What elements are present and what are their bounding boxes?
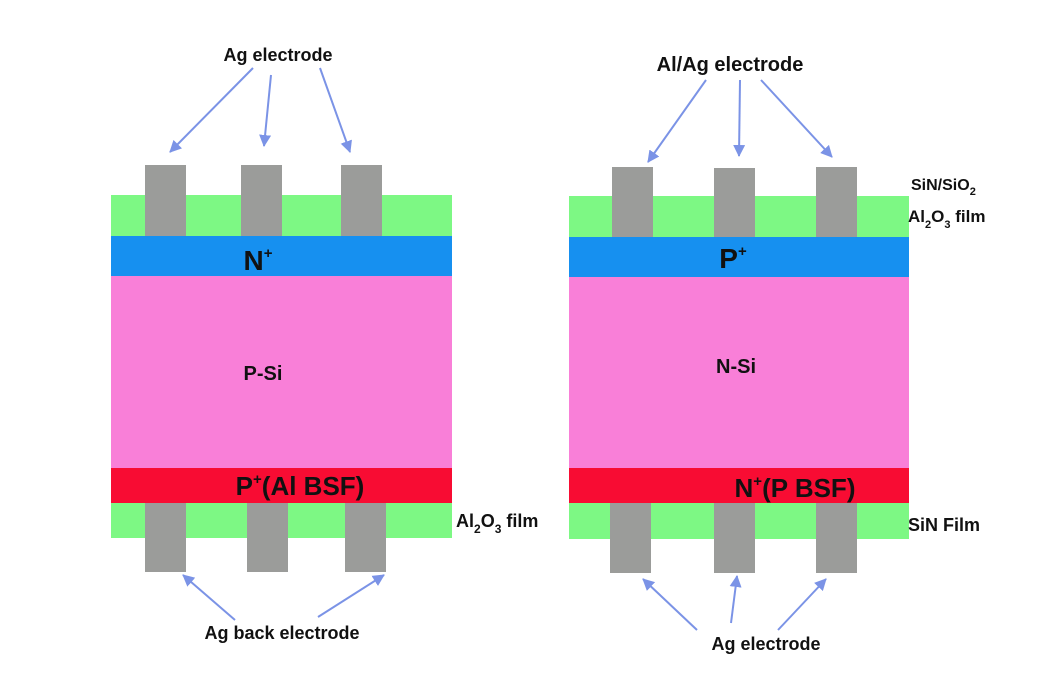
right-front-electrode-3 [816,167,857,237]
right-top-arrow-1 [647,79,707,163]
right-back-electrode-3 [816,503,857,573]
left-top-electrode-label: Ag electrode [223,45,332,65]
right-rear-film-label: SiN Film [908,515,980,535]
left-back-electrode-3 [345,503,386,572]
left-bottom-arrow-1 [182,574,236,621]
right-top-electrode-label: Al/Ag electrode [657,54,804,76]
right-bottom-electrode-label: Ag electrode [711,634,820,654]
left-rear-film-label: Al2O3 film [456,511,538,536]
left-bottom-arrow-2 [317,574,385,618]
right-back-electrode-2 [714,503,755,573]
left-back-electrode-2 [247,503,288,572]
right-p-bsf-layer [569,468,909,503]
right-bottom-arrow-3 [777,578,827,631]
right-front-electrode-2 [714,168,755,237]
left-emitter-label: N+ [244,245,273,276]
left-p-si-bulk-layer [111,276,452,468]
right-bottom-arrow-2 [729,575,742,624]
left-back-electrode-label: Ag back electrode [204,623,359,643]
right-cell: Al/Ag electrode SiN/SiO2 Al2O3 film P+ N… [569,54,985,654]
left-bulk-label: P-Si [244,363,283,385]
left-back-electrode-1 [145,503,186,572]
left-front-electrode-1 [145,165,186,236]
right-front-film-label-1: SiN/SiO2 [911,177,976,198]
right-p-plus-emitter-layer [569,237,909,277]
left-top-arrow-1 [169,67,254,153]
right-bottom-arrow-1 [642,578,698,631]
left-bsf-label: P+(Al BSF) [236,471,365,501]
right-back-electrode-1 [610,503,651,573]
left-cell: Ag electrode N+ P-Si P+(Al BSF) Al2O3 fi… [111,45,538,643]
right-front-electrode-1 [612,167,653,237]
left-front-electrode-3 [341,165,382,236]
left-top-arrow-3 [319,67,352,153]
left-top-arrow-2 [259,74,272,147]
left-al-bsf-layer [111,468,452,503]
left-front-electrode-2 [241,165,282,236]
right-bulk-label: N-Si [716,356,756,378]
right-emitter-label: P+ [719,243,747,274]
right-top-arrow-3 [760,79,833,158]
right-top-arrow-2 [733,79,746,157]
right-bsf-label: N+(P BSF) [735,473,856,503]
right-n-si-bulk-layer [569,277,909,468]
left-n-plus-emitter-layer [111,236,452,276]
right-front-film-label-2: Al2O3 film [908,207,985,231]
